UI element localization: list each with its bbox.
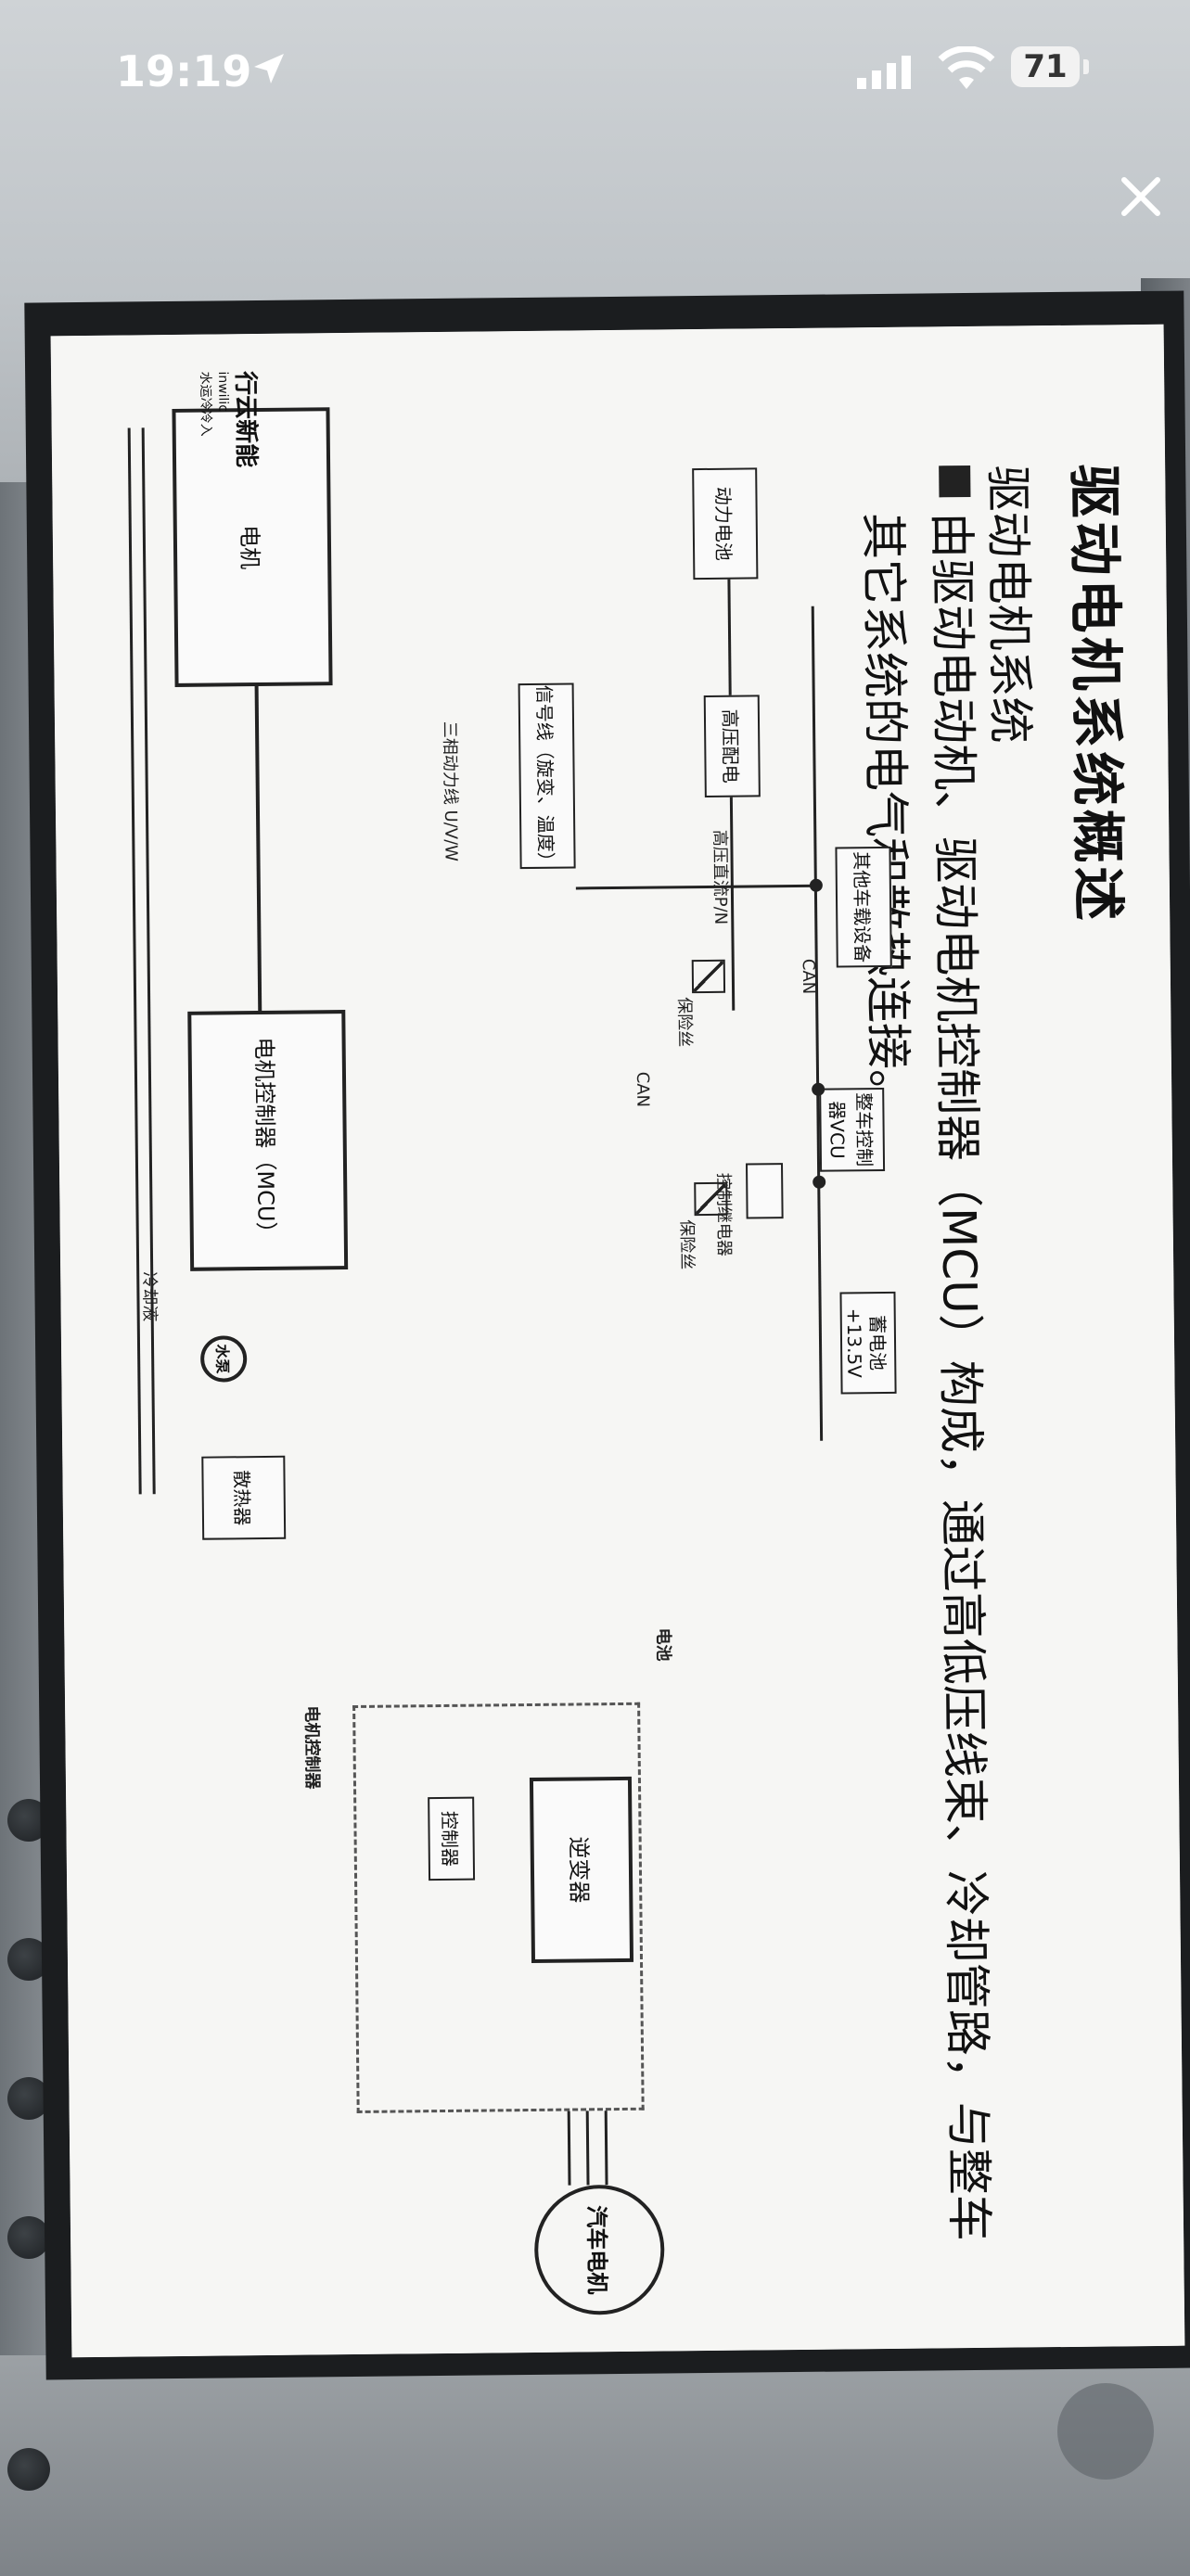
vehicle-motor-label: 汽车电机 (583, 2205, 611, 2295)
coolant-pipe-top (141, 427, 156, 1495)
vehicle-motor-circle: 汽车电机 (533, 2184, 665, 2315)
vcu-box: 整车控制器VCU (819, 1087, 886, 1172)
brand-logo: 行云新能 inwilic 水运冷冷入 (197, 371, 266, 557)
signal-line-label: 信号线（旋变、温度） (533, 684, 558, 871)
status-time: 19:19 (116, 46, 252, 96)
logo-sub: inwilic (215, 371, 231, 413)
monitor-screen: 驱动电机系统概述 驱动电机系统 由驱动电动机、驱动电机控制器（MCU）构成，通过… (50, 324, 1185, 2358)
power-battery-box: 动力电池 (692, 467, 759, 580)
battery-hv-wire (727, 579, 732, 695)
coolant-pipe-bottom (127, 427, 142, 1495)
motor-controller-label: 电机控制器 (301, 1705, 323, 1790)
close-icon[interactable] (1111, 167, 1171, 226)
low-voltage-battery-box: 蓄电池 +13.5V (839, 1291, 897, 1395)
vcu-label: 整车控制器VCU (825, 1092, 877, 1167)
battery-tip (1083, 59, 1089, 74)
phase-wire (567, 2111, 571, 2186)
battery-indicator: 71 (1011, 46, 1080, 87)
signal-line-box: 信号线（旋变、温度） (518, 682, 576, 871)
junction-dot (809, 878, 823, 892)
bullet-square-icon (939, 465, 971, 498)
other-devices-label: 其他车载设备 (850, 851, 875, 963)
rack-bolt (7, 2448, 50, 2491)
can-bus-wire (811, 606, 824, 1441)
can-2-label: CAN (632, 1071, 653, 1108)
wifi-icon (938, 46, 995, 89)
inverter-box: 逆变器 (529, 1776, 634, 1964)
motor-mcu-wire (254, 686, 262, 1012)
location-arrow-icon (254, 54, 284, 83)
logo-sub2: 水运冷冷入 (198, 371, 213, 437)
background-floor (0, 2355, 1190, 2576)
fuse-1-icon (691, 959, 726, 994)
can-drop-wire (575, 884, 817, 890)
mcu-box: 电机控制器（MCU） (187, 1010, 349, 1271)
phase-wire (604, 2111, 608, 2186)
rack-bolt (7, 2216, 50, 2259)
radiator-box: 散热器 (201, 1455, 287, 1540)
power-battery-label: 动力电池 (711, 486, 736, 561)
fuse-2-label: 保险丝 (676, 1219, 697, 1270)
battery-input-label: 电池 (653, 1627, 673, 1662)
cellular-signal-icon (857, 56, 911, 89)
fuse-1-label: 保险丝 (674, 997, 695, 1048)
status-bar: 19:19 71 (0, 0, 1190, 139)
logo-text: 行云新能 (231, 370, 261, 468)
hv-distribution-box: 高压配电 (703, 695, 761, 797)
slide: 驱动电机系统概述 驱动电机系统 由驱动电动机、驱动电机控制器（MCU）构成，通过… (50, 324, 1185, 2358)
low-voltage-battery-label: 蓄电池 +13.5V (843, 1307, 889, 1378)
controller-box: 控制器 (428, 1796, 476, 1881)
radiator-label: 散热器 (230, 1470, 254, 1526)
fuse-2-icon (694, 1181, 728, 1217)
junction-dot (813, 1175, 826, 1189)
relay-box (746, 1163, 784, 1219)
hv-mcu-wire (729, 797, 736, 1011)
assistive-touch-button[interactable] (1057, 2383, 1154, 2480)
hv-distribution-label: 高压配电 (719, 708, 743, 784)
pump-icon: 水泵 (199, 1335, 248, 1383)
slide-title: 驱动电机系统概述 (1062, 464, 1131, 925)
other-devices-box: 其他车载设备 (835, 846, 892, 968)
controller-label: 控制器 (438, 1810, 462, 1868)
mcu-label: 电机控制器（MCU） (251, 1037, 280, 1244)
junction-dot (812, 1082, 825, 1096)
inverter-label: 逆变器 (566, 1836, 593, 1904)
pump-label: 水泵 (213, 1344, 232, 1374)
phase-wire (585, 2111, 590, 2186)
slide-subtitle: 驱动电机系统 (980, 465, 1038, 744)
three-phase-label: 三相动力线 U/V/W (439, 721, 461, 862)
